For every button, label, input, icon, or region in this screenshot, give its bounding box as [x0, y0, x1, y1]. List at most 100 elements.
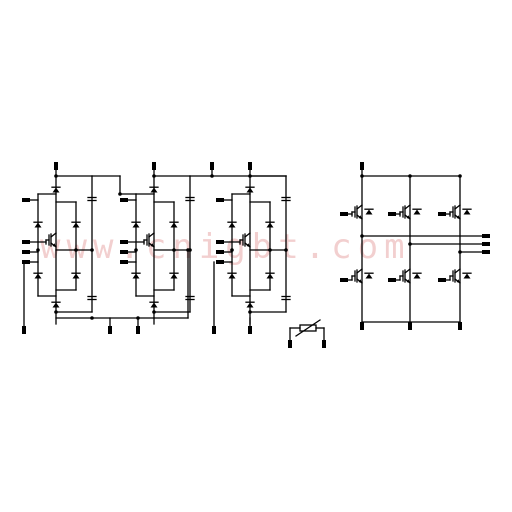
- emitter-arrow: [358, 279, 362, 283]
- emitter-arrow: [150, 243, 154, 247]
- junction-dot: [458, 174, 462, 178]
- terminal-pin-icon: [388, 212, 396, 216]
- terminal-pin-icon: [22, 240, 30, 244]
- terminal-pin-icon: [216, 260, 224, 264]
- diode-icon: [150, 302, 158, 308]
- emitter-arrow: [358, 215, 362, 219]
- terminal-pin-icon: [120, 198, 128, 202]
- diode-icon: [228, 273, 236, 279]
- junction-dot: [230, 248, 234, 252]
- diode-icon: [413, 209, 421, 215]
- diode-icon: [34, 222, 42, 228]
- junction-dot: [134, 248, 138, 252]
- terminal-pin-icon: [22, 250, 30, 254]
- igbt-icon: [399, 204, 411, 220]
- terminal-pin-icon: [120, 250, 128, 254]
- junction-dot: [90, 316, 94, 320]
- terminal-pin-icon: [22, 326, 26, 334]
- terminal-pin-icon: [136, 326, 140, 334]
- capacitor-icon: [281, 196, 291, 202]
- wire: [404, 204, 411, 210]
- junction-dot: [360, 174, 364, 178]
- junction-dot: [36, 248, 40, 252]
- igbt-icon: [351, 268, 363, 284]
- emitter-arrow: [52, 243, 56, 247]
- terminal-pin-icon: [388, 278, 396, 282]
- wire: [244, 232, 251, 238]
- junction-dot: [54, 174, 58, 178]
- terminal-pin-icon: [216, 250, 224, 254]
- wire: [148, 232, 155, 238]
- terminal-pin-icon: [216, 198, 224, 202]
- wire: [295, 319, 321, 337]
- diode-icon: [246, 302, 254, 308]
- capacitor-icon: [185, 295, 195, 301]
- diode-icon: [365, 209, 373, 215]
- wire: [356, 268, 363, 274]
- diode-icon: [72, 222, 80, 228]
- junction-dot: [248, 310, 252, 314]
- emitter-arrow: [406, 215, 410, 219]
- terminal-pin-icon: [212, 326, 216, 334]
- terminal-pin-icon: [210, 162, 214, 170]
- diode-icon: [365, 273, 373, 279]
- wire: [454, 204, 461, 210]
- wire: [50, 232, 57, 238]
- capacitor-icon: [185, 196, 195, 202]
- igbt-icon: [399, 268, 411, 284]
- terminal-pin-icon: [108, 326, 112, 334]
- emitter-arrow: [406, 279, 410, 283]
- terminal-pin-icon: [360, 322, 364, 330]
- npc-leg-2: [120, 162, 195, 325]
- junction-dot: [408, 174, 412, 178]
- junction-dot: [152, 174, 156, 178]
- three-phase-bridge: [340, 162, 490, 330]
- diode-icon: [72, 273, 80, 279]
- diode-icon: [413, 273, 421, 279]
- terminal-pin-icon: [360, 162, 364, 170]
- terminal-pin-icon: [458, 322, 462, 330]
- diode-icon: [52, 187, 60, 193]
- terminal-pin-icon: [22, 260, 30, 264]
- terminal-pin-icon: [322, 340, 326, 348]
- emitter-arrow: [456, 215, 460, 219]
- terminal-pin-icon: [438, 212, 446, 216]
- diode-icon: [170, 222, 178, 228]
- diode-icon: [52, 302, 60, 308]
- terminal-pin-icon: [340, 278, 348, 282]
- terminal-pin-icon: [482, 250, 490, 254]
- terminal-pin-icon: [288, 340, 292, 348]
- junction-dot: [90, 248, 94, 252]
- igbt-icon: [143, 232, 155, 248]
- terminal-pin-icon: [22, 198, 30, 202]
- npc-leg-3: [216, 162, 291, 325]
- terminal-pin-icon: [54, 162, 58, 170]
- terminal-pin-icon: [340, 212, 348, 216]
- igbt-icon: [449, 204, 461, 220]
- terminal-pin-icon: [120, 240, 128, 244]
- capacitor-icon: [281, 295, 291, 301]
- junction-dot: [210, 174, 214, 178]
- wire: [454, 268, 461, 274]
- terminal-pin-icon: [216, 240, 224, 244]
- npc-leg-1: [22, 162, 97, 325]
- junction-dot: [284, 248, 288, 252]
- diode-icon: [266, 222, 274, 228]
- terminal-pin-icon: [408, 322, 412, 330]
- terminal-pin-icon: [482, 234, 490, 238]
- diode-icon: [228, 222, 236, 228]
- junction-dot: [152, 310, 156, 314]
- diode-icon: [170, 273, 178, 279]
- terminal-pin-icon: [248, 326, 252, 334]
- igbt-icon: [239, 232, 251, 248]
- diode-icon: [150, 187, 158, 193]
- wire: [404, 268, 411, 274]
- diode-icon: [463, 209, 471, 215]
- emitter-arrow: [456, 279, 460, 283]
- diode-icon: [246, 187, 254, 193]
- emitter-arrow: [246, 243, 250, 247]
- junction-dot: [54, 310, 58, 314]
- terminal-pin-icon: [152, 162, 156, 170]
- capacitor-icon: [87, 196, 97, 202]
